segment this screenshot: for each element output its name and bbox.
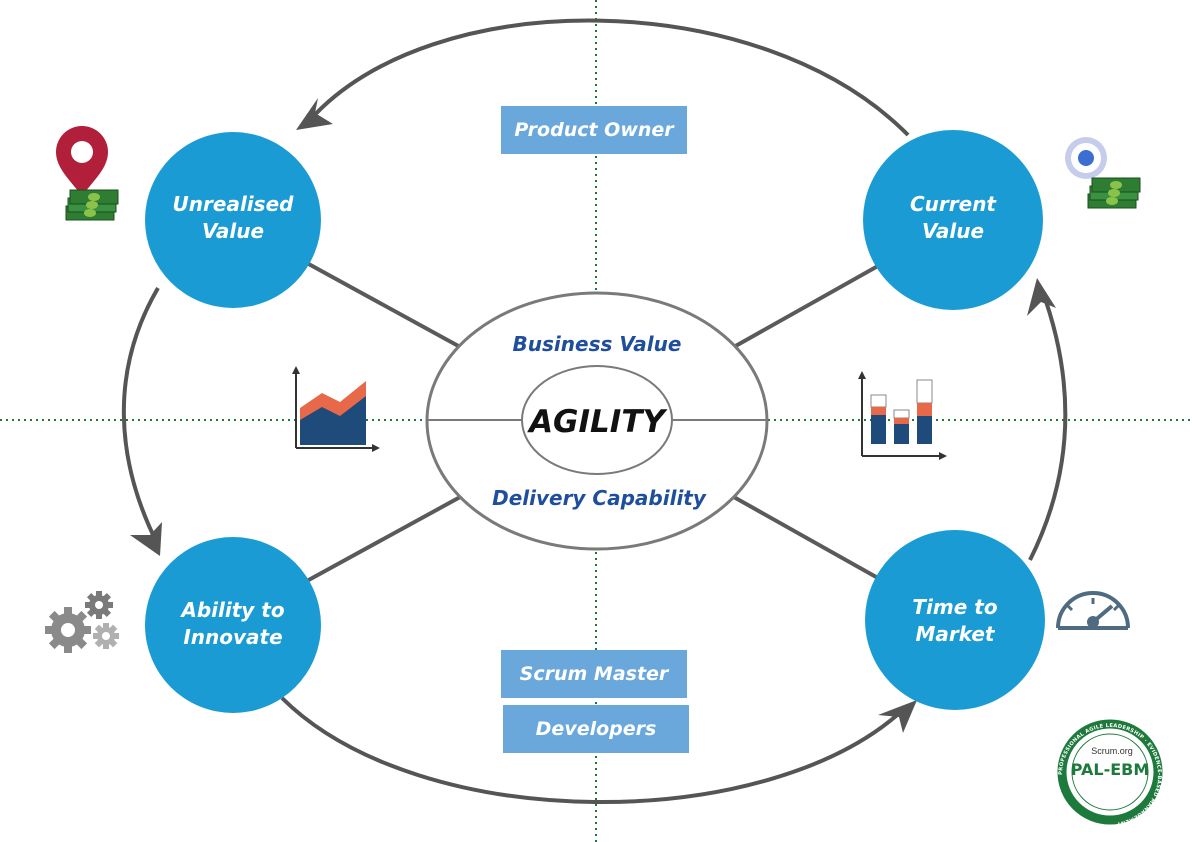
business-value-label: Business Value bbox=[513, 332, 682, 356]
area-chart-icon bbox=[292, 366, 380, 452]
arrow-current-to-unrealised bbox=[308, 18, 910, 137]
node-label-line2: Market bbox=[916, 622, 996, 646]
arrowhead-bottom-right bbox=[878, 700, 917, 733]
node-label-line1: Time to bbox=[912, 595, 997, 619]
arrow-market-to-current bbox=[1028, 289, 1068, 561]
node-time-to-market: Time to Market bbox=[865, 530, 1045, 710]
node-label-line1: Ability to bbox=[179, 598, 284, 622]
cycle-arrows bbox=[121, 18, 1068, 804]
speedometer-icon bbox=[1056, 591, 1130, 630]
arrowhead-left-bottom bbox=[130, 522, 162, 556]
location-pin-money-icon bbox=[56, 126, 119, 221]
node-label-line1: Current bbox=[910, 192, 997, 216]
node-ability-to-innovate: Ability to Innovate bbox=[145, 537, 321, 713]
arrowheads bbox=[130, 98, 1056, 733]
pal-ebm-badge: PROFESSIONAL AGILE LEADERSHIP · EVIDENCE… bbox=[1057, 719, 1163, 827]
node-label-line2: Innovate bbox=[183, 625, 282, 649]
agility-label: AGILITY bbox=[526, 404, 668, 440]
node-label-line1: Unrealised bbox=[173, 192, 295, 216]
gears-icon bbox=[45, 591, 119, 653]
node-label-line2: Value bbox=[202, 219, 264, 243]
product-owner-box: Product Owner bbox=[501, 106, 687, 154]
node-label-line2: Value bbox=[922, 219, 984, 243]
arrowhead-top-left bbox=[296, 98, 333, 130]
arrow-unrealised-to-innovate bbox=[121, 286, 160, 546]
arrow-innovate-to-market bbox=[280, 696, 907, 804]
target-money-icon bbox=[1065, 137, 1141, 209]
badge-title: PAL-EBM bbox=[1071, 760, 1150, 779]
badge-brand: Scrum.org bbox=[1091, 746, 1133, 756]
connector-lines bbox=[304, 260, 886, 584]
node-current-value: Current Value bbox=[863, 130, 1043, 310]
scrum-master-box: Scrum Master bbox=[501, 650, 687, 698]
delivery-capability-label: Delivery Capability bbox=[492, 486, 707, 510]
developers-box: Developers bbox=[503, 705, 689, 753]
node-unrealised-value: Unrealised Value bbox=[145, 132, 321, 308]
stacked-bar-chart-icon bbox=[858, 371, 947, 460]
arrowhead-right-top bbox=[1027, 278, 1056, 316]
agility-ellipse bbox=[521, 365, 673, 475]
